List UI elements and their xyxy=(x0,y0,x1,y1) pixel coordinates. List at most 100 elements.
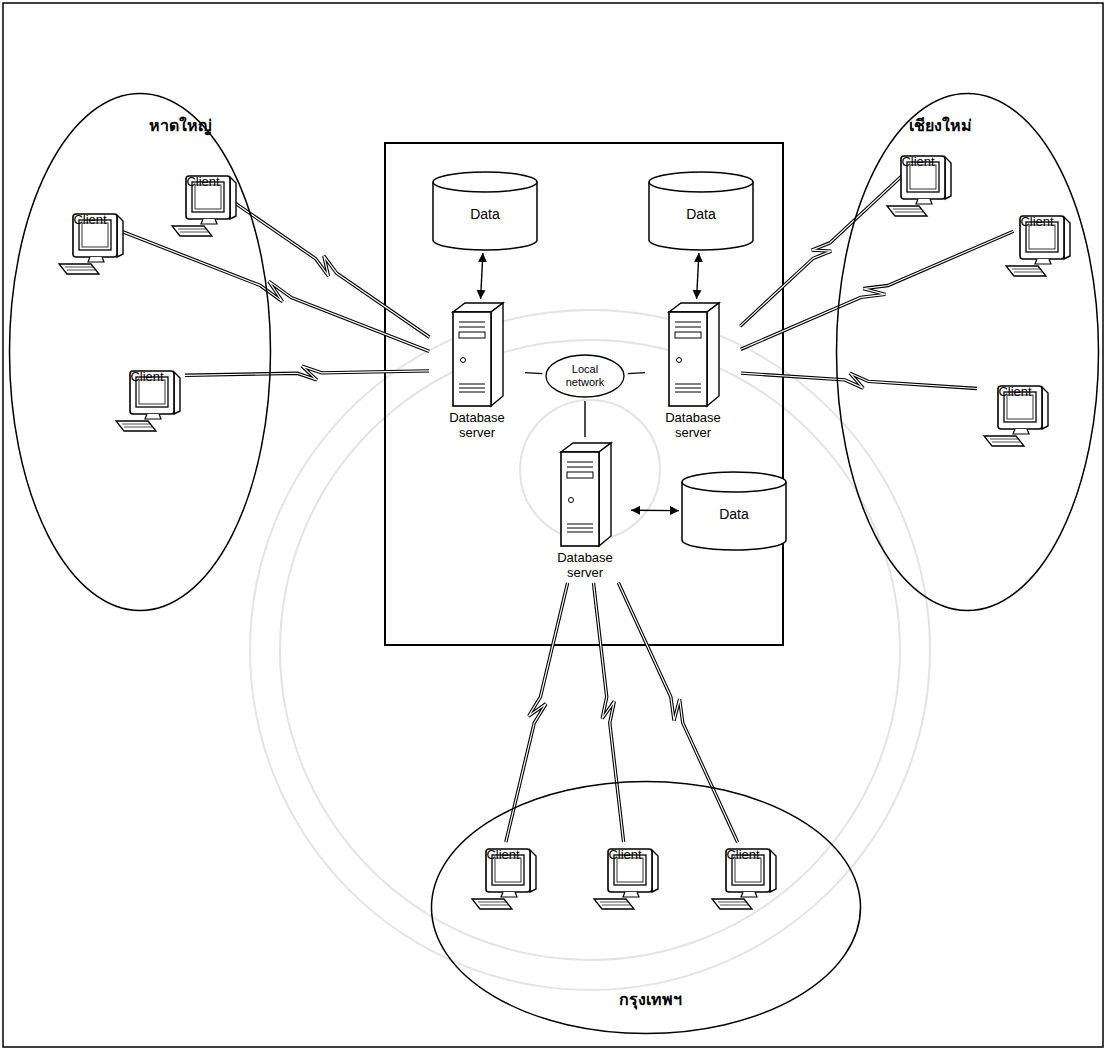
monitor-screen-inner xyxy=(82,223,108,247)
database-server: Database server xyxy=(648,300,738,440)
tower-side xyxy=(707,303,719,406)
site-ellipse-outline xyxy=(10,94,271,611)
site-ellipse: หาดใหญ่ClientClientClient xyxy=(8,92,272,612)
keyboard-keys xyxy=(718,902,748,905)
link-line-core xyxy=(116,229,429,351)
monitor-stand xyxy=(741,892,757,897)
monitor-side xyxy=(945,157,951,199)
network-ellipse xyxy=(546,355,624,397)
keyboard xyxy=(116,421,156,431)
data-store: Data xyxy=(431,170,539,252)
client-label: Client xyxy=(608,847,641,863)
database-server: Database server xyxy=(432,300,522,440)
link-line-core xyxy=(185,366,429,380)
site-ellipse: เชียงใหม่ClientClientClient xyxy=(835,92,1100,612)
monitor-stand xyxy=(88,257,104,262)
wan-link xyxy=(593,583,623,842)
tower-front xyxy=(453,312,491,406)
link-line xyxy=(741,231,1014,349)
monitor-screen-inner xyxy=(910,165,936,189)
monitor-screen-inner xyxy=(139,380,165,404)
cylinder-top xyxy=(682,472,786,492)
monitor-side xyxy=(230,177,236,219)
monitor-case xyxy=(1020,216,1064,259)
link-line xyxy=(740,172,906,326)
tower-side xyxy=(599,443,611,546)
link-line-core xyxy=(741,231,1014,349)
data-store: Data xyxy=(647,170,755,252)
server-tower-icon xyxy=(663,300,723,408)
link-line xyxy=(631,510,679,512)
monitor-screen xyxy=(1026,222,1058,252)
keyboard-keys xyxy=(1012,269,1042,272)
client-computer: Client xyxy=(112,367,182,385)
server-tower-icon xyxy=(555,440,615,548)
keyboard xyxy=(594,899,634,909)
keyboard xyxy=(172,226,212,236)
keyboard-keys xyxy=(893,209,923,212)
wan-link xyxy=(185,366,429,380)
keyboard-keys xyxy=(990,439,1020,442)
lan-link xyxy=(525,372,542,374)
server-label: Database server xyxy=(540,550,630,580)
monitor-screen xyxy=(907,162,939,192)
server-site-box xyxy=(385,143,783,645)
monitor-case xyxy=(901,156,945,199)
lan-link xyxy=(628,372,645,374)
keyboard-keys xyxy=(478,902,508,905)
wan-link xyxy=(506,583,568,842)
monitor-side xyxy=(117,215,123,257)
tower-side xyxy=(491,303,503,406)
outer-frame xyxy=(3,3,1103,1047)
monitor-screen-inner xyxy=(1029,225,1055,249)
wan-link xyxy=(741,231,1014,349)
client-computer: Client xyxy=(708,845,778,863)
server-label: Database server xyxy=(432,410,522,440)
link-line-core xyxy=(740,172,906,326)
keyboard-keys xyxy=(65,267,95,270)
client-label: Client xyxy=(73,212,106,228)
client-label: Client xyxy=(1020,214,1053,230)
monitor-screen-inner xyxy=(1007,395,1033,419)
client-computer: Client xyxy=(168,172,238,190)
tower-slots xyxy=(675,322,701,392)
lan-link xyxy=(585,401,586,437)
watermark-ring xyxy=(250,310,930,990)
tower-slots xyxy=(459,322,485,392)
keyboard xyxy=(984,436,1024,446)
keyboard-keys xyxy=(600,902,630,905)
data-label: Data xyxy=(680,506,788,522)
lan-link xyxy=(481,253,483,299)
monitor-screen-inner xyxy=(195,185,221,209)
tower-drive xyxy=(459,332,485,338)
monitor-case xyxy=(73,214,117,257)
site-outline xyxy=(835,92,1100,612)
monitor-screen xyxy=(136,377,168,407)
watermark-ring xyxy=(280,340,900,960)
site-name: กรุงเทพฯ xyxy=(619,990,682,1010)
client-label: Client xyxy=(901,154,934,170)
monitor-side xyxy=(652,850,658,892)
wan-link xyxy=(116,229,429,351)
keyboard xyxy=(712,899,752,909)
tower-button xyxy=(569,498,574,503)
tower-front xyxy=(561,452,599,546)
link-line xyxy=(697,253,699,299)
link-line-core xyxy=(506,583,568,842)
monitor-screen xyxy=(79,220,111,250)
link-line xyxy=(185,366,429,380)
data-label: Data xyxy=(647,206,755,222)
keyboard xyxy=(1006,266,1046,276)
wan-link xyxy=(740,172,906,326)
monitor-stand xyxy=(1013,429,1029,434)
lan-link xyxy=(631,510,679,511)
link-line xyxy=(584,401,585,437)
link-line xyxy=(506,583,568,842)
client-label: Client xyxy=(130,369,163,385)
client-computer: Client xyxy=(590,845,660,863)
monitor-stand xyxy=(916,199,932,204)
cylinder-top xyxy=(433,172,537,192)
monitor-case xyxy=(130,371,174,414)
site-ellipse-outline xyxy=(837,94,1099,611)
